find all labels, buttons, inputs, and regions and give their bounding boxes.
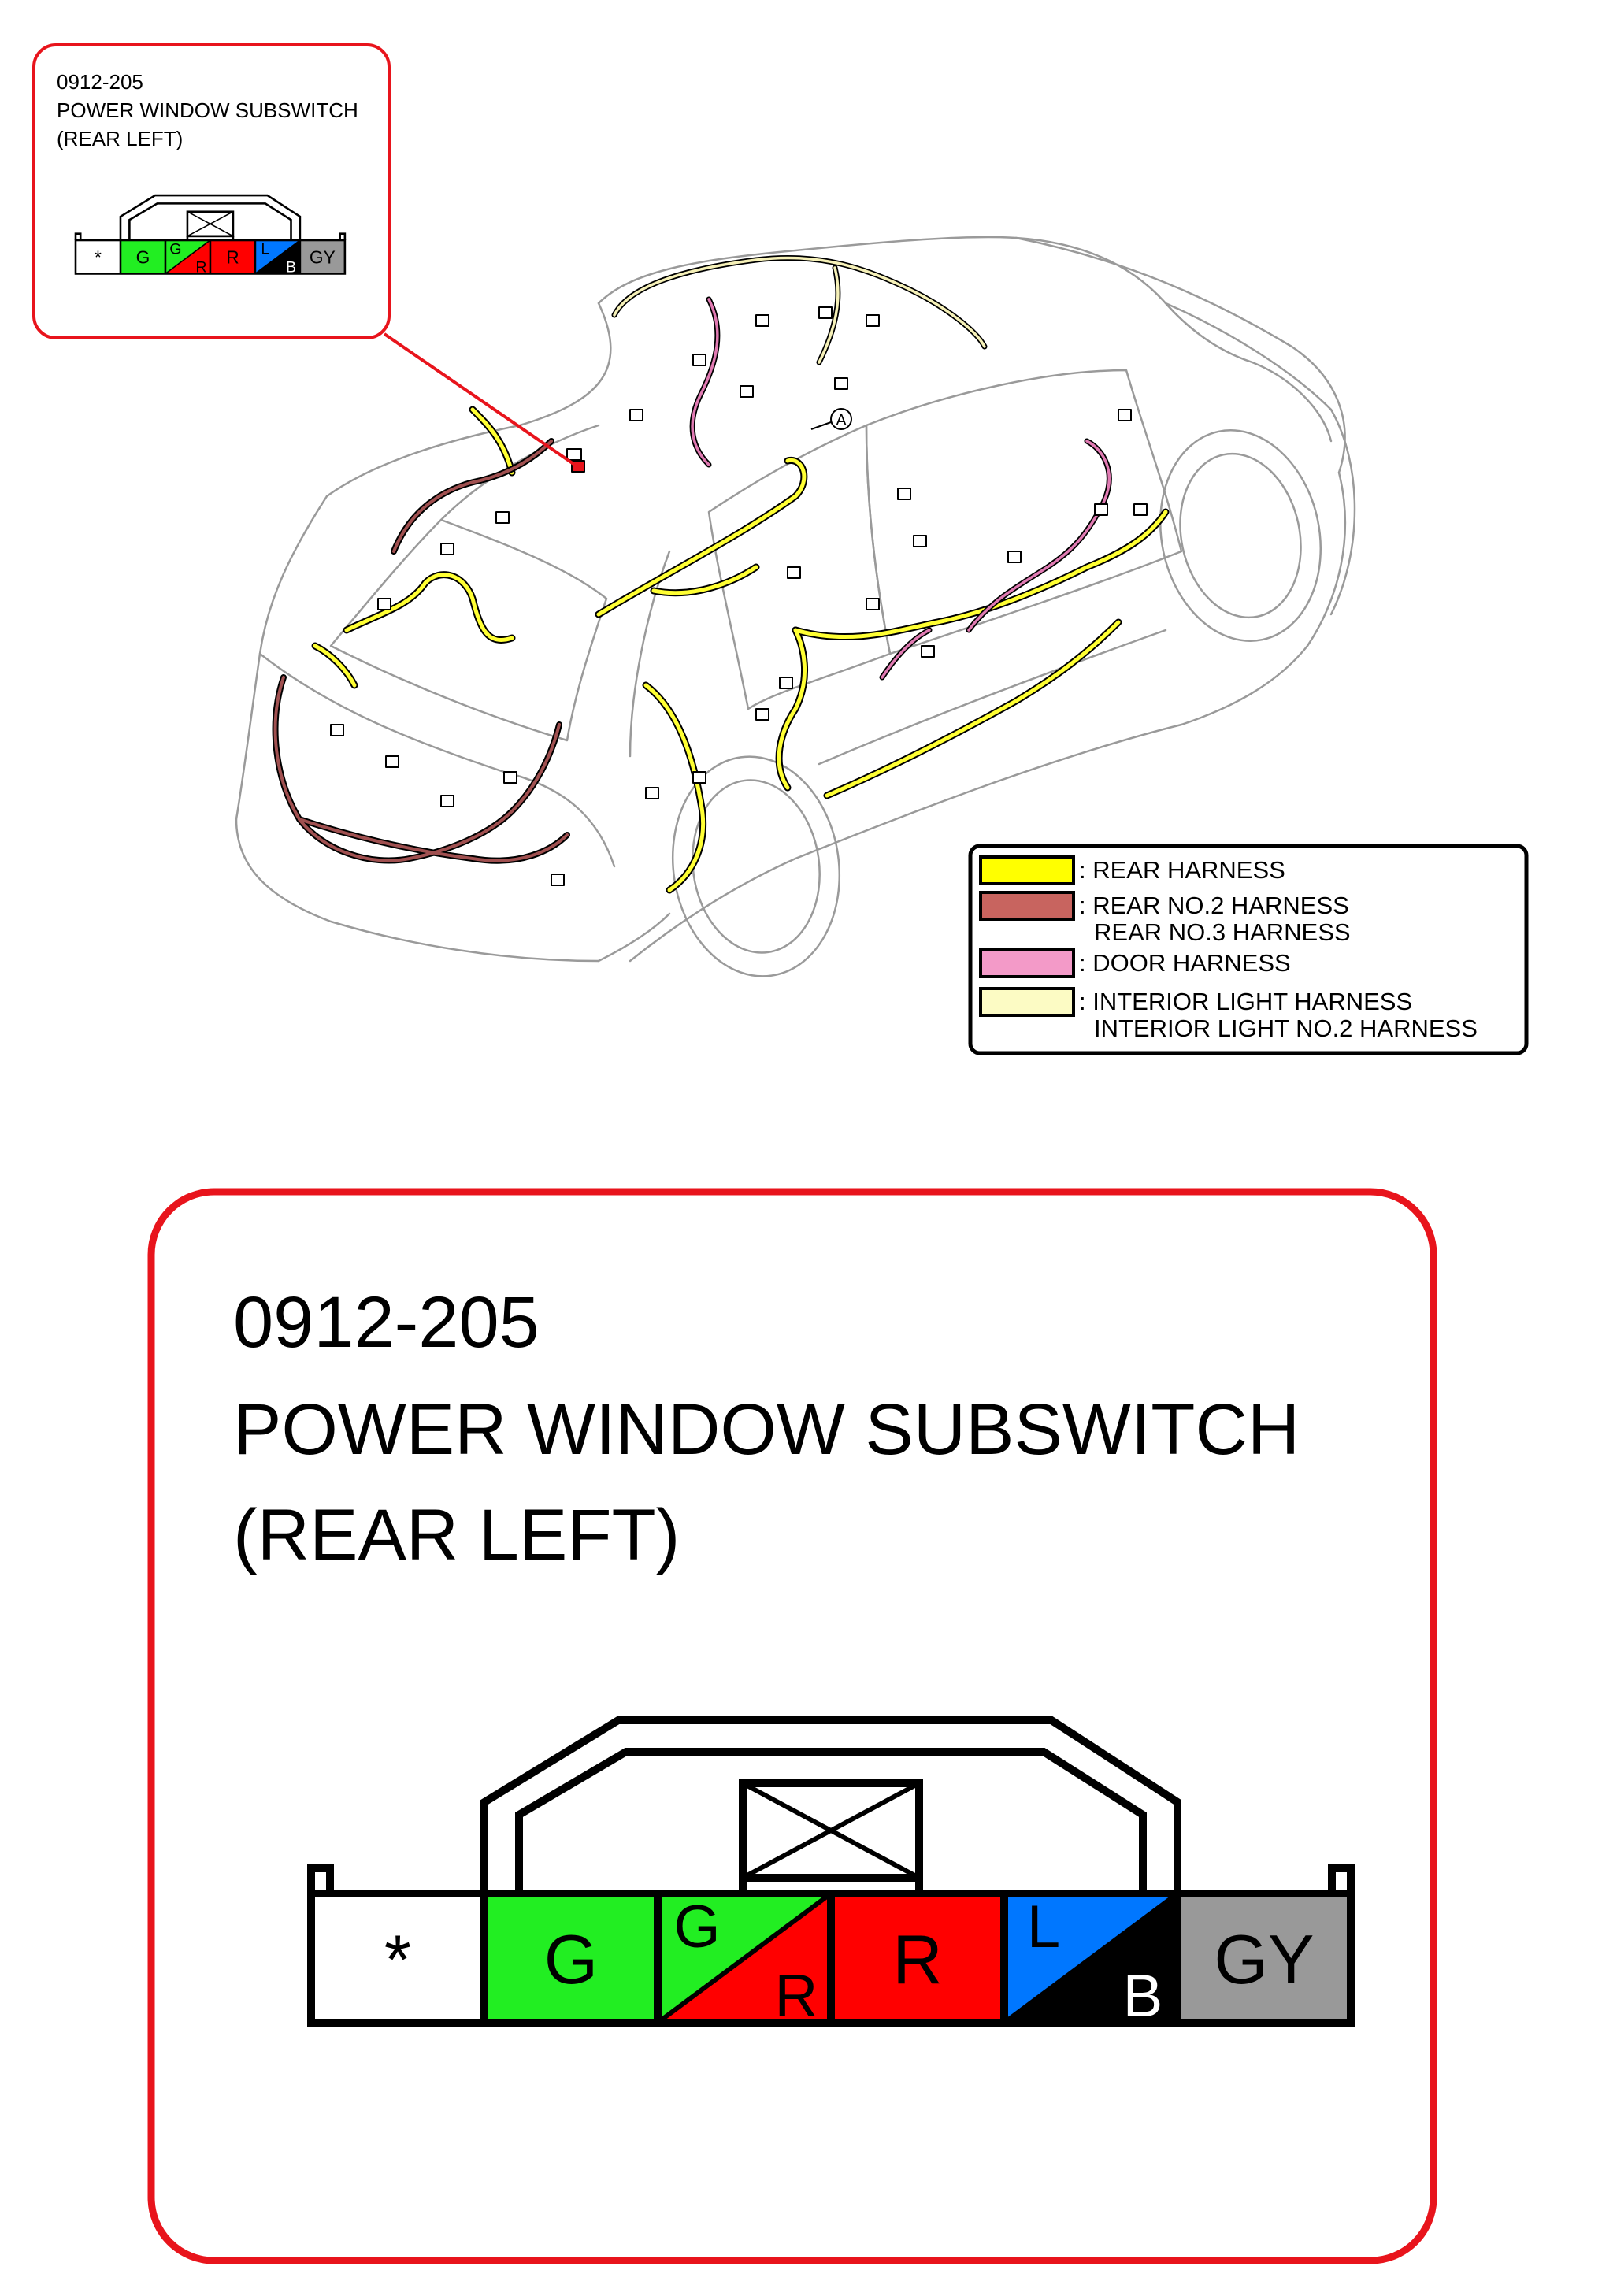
- detail-pin-4: R: [831, 1894, 1004, 2023]
- inset-pin-5-label2: B: [286, 258, 296, 276]
- inset-tab-right: [339, 232, 347, 240]
- legend-swatch-2: [979, 891, 1075, 921]
- legend-swatch-4: [979, 987, 1075, 1017]
- legend-label-4-1: : INTERIOR LIGHT HARNESS: [1079, 988, 1412, 1015]
- connector-inset-small: 0912-205 POWER WINDOW SUBSWITCH (REAR LE…: [32, 43, 391, 339]
- inset-pin-2-label: G: [136, 247, 150, 268]
- detail-pin-3-label2: R: [775, 1963, 818, 2030]
- inset-tab-left: [74, 232, 82, 240]
- detail-pin-1: *: [311, 1894, 484, 2023]
- detail-housing-hood: [480, 1716, 1181, 1894]
- inset-title: POWER WINDOW SUBSWITCH: [57, 98, 358, 122]
- detail-pin-6-label: GY: [1214, 1920, 1314, 1998]
- detail-pin-3-label: G: [673, 1894, 720, 1960]
- harness-wiring: [272, 254, 1170, 894]
- detail-pin-5: LB: [1003, 1891, 1179, 2030]
- legend-border: [968, 844, 1529, 1055]
- detail-pin-3: GR: [656, 1891, 833, 2030]
- detail-tab-left: [307, 1864, 334, 1894]
- detail-pin-6: GY: [1177, 1894, 1351, 2023]
- detail-pin-2: G: [484, 1894, 658, 2023]
- inset-pin-6-label: GY: [310, 247, 336, 268]
- inset-pin-3-label: G: [169, 241, 181, 258]
- inset-pin-6: GY: [299, 240, 345, 274]
- legend-label-2-2: REAR NO.3 HARNESS: [1094, 918, 1351, 946]
- vehicle-outline-drawing: [235, 236, 1356, 977]
- detail-pin-2-fill: [484, 1894, 658, 2023]
- inset-pin-4: R: [210, 240, 255, 274]
- inset-code: 0912-205: [57, 70, 143, 94]
- inset-pin-1-fill: [76, 240, 121, 274]
- detail-pin-4-label: R: [892, 1920, 943, 1998]
- detail-code: 0912-205: [233, 1282, 540, 1363]
- inset-subtitle: (REAR LEFT): [57, 127, 183, 150]
- detail-housing-hood-inner: [515, 1748, 1147, 1894]
- detail-tab-right: [1328, 1864, 1355, 1894]
- inset-leader-line: [383, 332, 580, 469]
- detail-pin-4-fill: [831, 1894, 1004, 2023]
- legend-label-2-1: : REAR NO.2 HARNESS: [1079, 892, 1349, 919]
- legend-item-3: : DOOR HARNESS: [979, 948, 1291, 978]
- legend-label-3-1: : DOOR HARNESS: [1079, 949, 1291, 977]
- inset-housing-hood-inner: [128, 202, 292, 240]
- connector-detail-large: 0912-205 POWER WINDOW SUBSWITCH (REAR LE…: [147, 1188, 1437, 2264]
- legend-swatch-3: [979, 948, 1075, 978]
- detail-title: POWER WINDOW SUBSWITCH: [233, 1389, 1300, 1470]
- detail-pin-6-fill: [1177, 1894, 1351, 2023]
- detail-pin-5-label: L: [1027, 1894, 1060, 1960]
- inset-pin-6-fill: [299, 240, 345, 274]
- inset-pin-2: G: [120, 240, 165, 274]
- legend-swatch-1: [979, 855, 1075, 885]
- callout-a: A: [810, 408, 852, 430]
- legend-label-1-1: : REAR HARNESS: [1079, 856, 1285, 884]
- inset-pin-1: *: [76, 240, 121, 274]
- inset-pin-3-label2: R: [195, 258, 206, 276]
- detail-pin-5-label2: B: [1123, 1963, 1163, 2030]
- inset-pin-4-fill: [210, 240, 255, 274]
- legend-label-4-2: INTERIOR LIGHT NO.2 HARNESS: [1094, 1014, 1478, 1042]
- detail-pin-2-label: G: [544, 1920, 598, 1998]
- detail-subtitle: (REAR LEFT): [233, 1495, 680, 1575]
- inset-pin-1-label: *: [95, 247, 102, 268]
- detail-latch-cross-b: [741, 1781, 921, 1880]
- detail-pin-1-fill: [311, 1894, 484, 2023]
- legend-item-1: : REAR HARNESS: [979, 855, 1285, 885]
- inset-pin-3: GR: [165, 239, 211, 276]
- inset-pin-5-label: L: [261, 241, 269, 258]
- inset-pin-5: LB: [254, 239, 301, 276]
- inset-pin-2-fill: [120, 240, 165, 274]
- inset-latch-cross-b: [187, 211, 234, 237]
- detail-pin-1-label: *: [384, 1920, 411, 1998]
- inset-pin-4-label: R: [226, 247, 239, 268]
- inset-housing-hood: [119, 194, 302, 240]
- callout-a-label: A: [836, 412, 847, 429]
